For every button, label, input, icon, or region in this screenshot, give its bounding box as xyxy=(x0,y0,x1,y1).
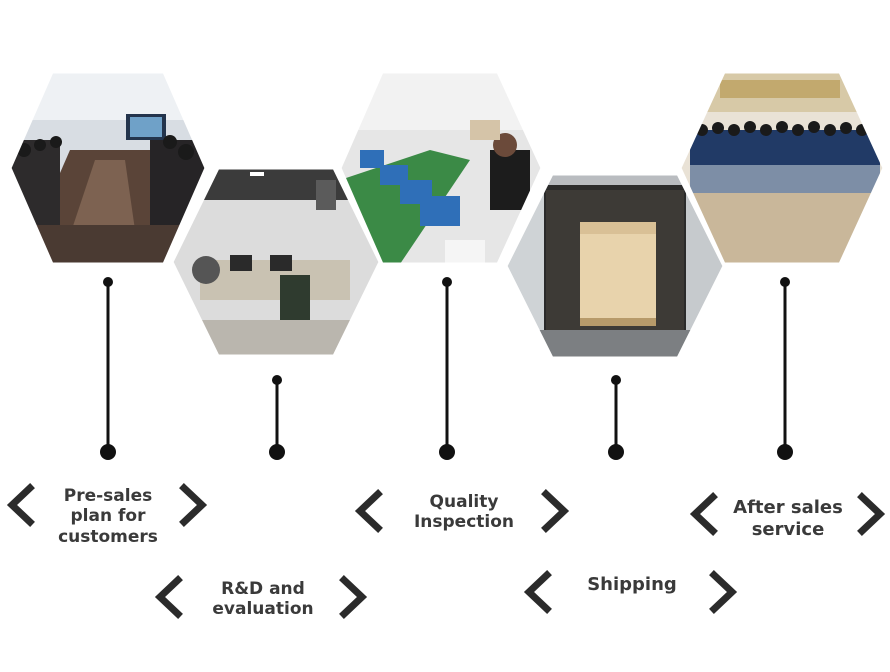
photo-hexagon-quality xyxy=(338,70,544,266)
step-label-presales: Pre-sales plan for customers xyxy=(58,486,158,547)
connector-aftersales xyxy=(777,277,793,460)
step-label-aftersales: After sales service xyxy=(733,497,843,540)
chevron-left-icon xyxy=(354,489,383,533)
chevron-left-icon xyxy=(6,483,35,527)
connector-shipping xyxy=(608,375,624,460)
chevron-right-icon xyxy=(857,492,886,536)
chevron-left-icon xyxy=(523,570,552,614)
chevron-right-icon xyxy=(709,570,738,614)
chevron-right-icon xyxy=(339,575,368,619)
step-label-shipping: Shipping xyxy=(587,574,677,595)
connector-quality xyxy=(439,277,455,460)
chevron-right-icon xyxy=(179,483,208,527)
step-label-quality: Quality Inspection xyxy=(413,492,515,533)
chevron-left-icon xyxy=(689,492,718,536)
step-label-rnd: R&D and evaluation xyxy=(212,579,314,620)
connector-presales xyxy=(100,277,116,460)
chevron-right-icon xyxy=(541,489,570,533)
connector-rnd xyxy=(269,375,285,460)
chevron-left-icon xyxy=(154,575,183,619)
